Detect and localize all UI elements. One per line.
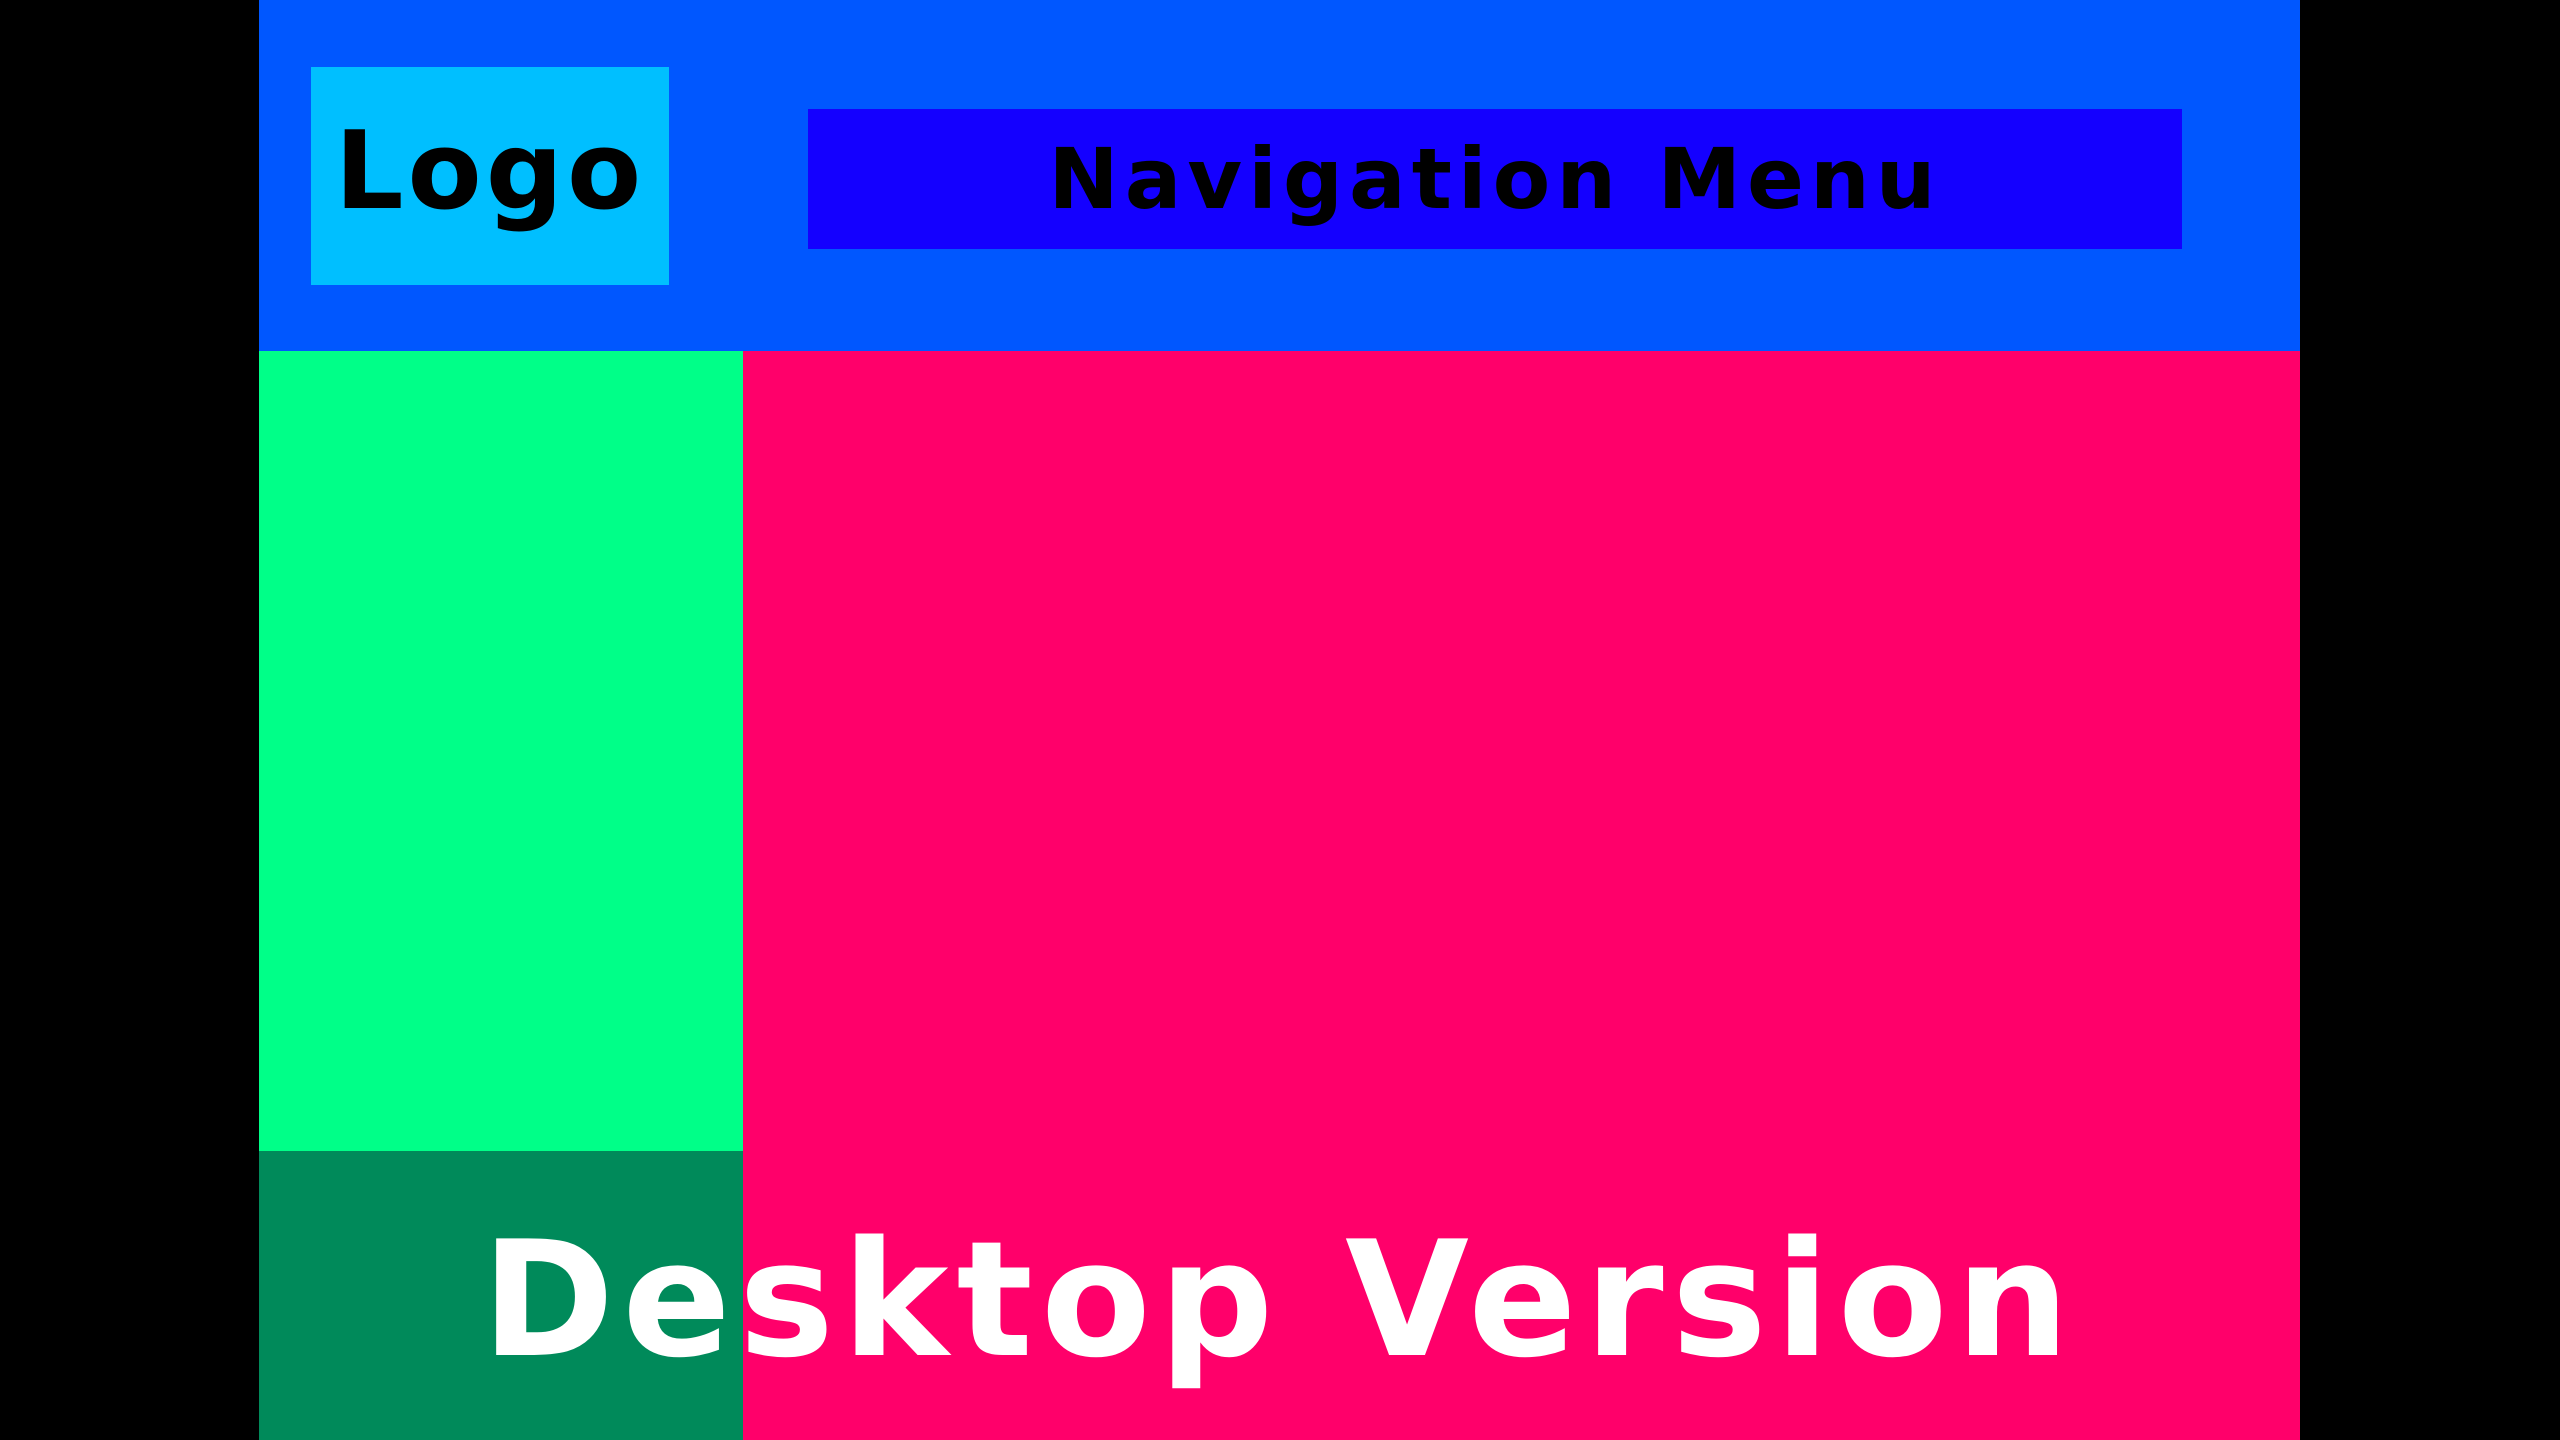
navigation-menu-block: Navigation Menu (808, 109, 2182, 249)
main-content-block (743, 351, 2300, 1440)
page-frame: Logo Navigation Menu (259, 0, 2300, 1440)
logo-label: Logo (334, 109, 646, 234)
sidebar-block (259, 351, 743, 1151)
navigation-menu-label: Navigation Menu (1048, 130, 1942, 228)
logo-block: Logo (311, 67, 669, 285)
caption-label: Desktop Version (481, 1206, 2078, 1393)
sidebar-bottom-block (259, 1151, 743, 1440)
caption: Desktop Version (259, 1180, 2300, 1420)
header-block: Logo Navigation Menu (259, 0, 2300, 351)
